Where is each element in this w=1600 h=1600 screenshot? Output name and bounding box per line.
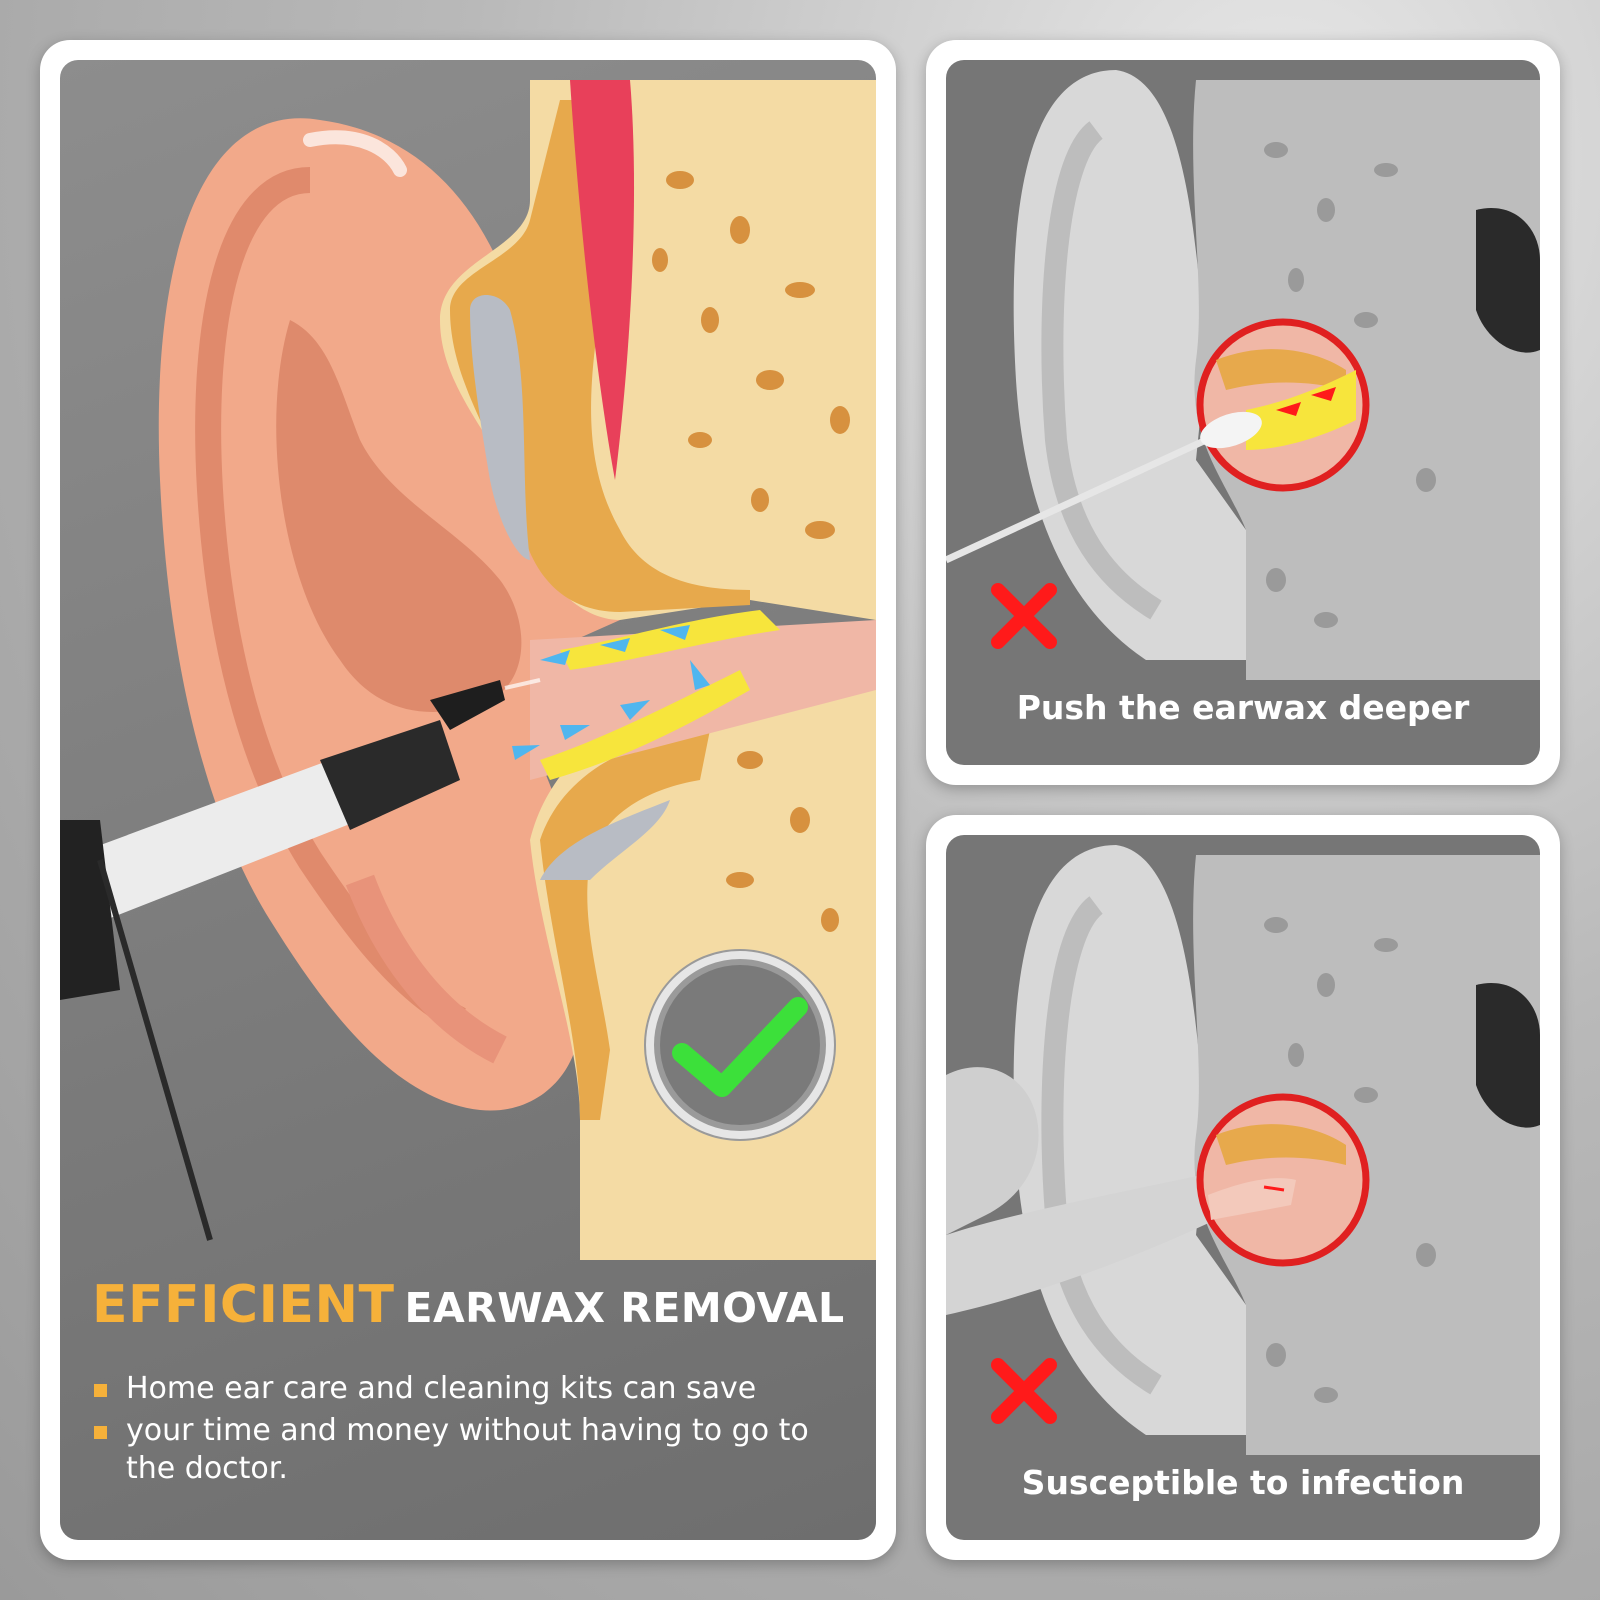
cotton-swab-panel: Push the earwax deeper (926, 40, 1560, 785)
panel-caption: Push the earwax deeper (1016, 688, 1470, 727)
earwax-upper (560, 610, 780, 670)
finger-panel: Susceptible to infection (926, 815, 1560, 1560)
bullet-square-icon (94, 1426, 107, 1439)
cross-icon (991, 583, 1057, 649)
lower-cartilage (540, 730, 710, 1120)
list-item: your time and money without having to go… (92, 1412, 852, 1488)
check-icon (672, 997, 808, 1097)
upper-cartilage-gray (470, 295, 530, 560)
ear-concha (276, 320, 522, 712)
upper-bone-pores (652, 171, 850, 539)
irrigation-device (60, 678, 541, 1241)
ear-helix-inner (195, 167, 467, 1032)
ear-lobe (345, 874, 507, 1064)
finger-illustration (946, 845, 1540, 1455)
panel-caption: Susceptible to infection (1021, 1463, 1465, 1502)
upper-muscle (570, 80, 635, 480)
ear-highlight (303, 130, 407, 177)
list-item: Home ear care and cleaning kits can save (92, 1370, 852, 1408)
bullet-text: your time and money without having to go… (126, 1413, 809, 1486)
cotton-swab-illustration (946, 70, 1540, 680)
earwax-lower (540, 670, 750, 780)
bullet-square-icon (94, 1384, 107, 1397)
finger-panel-inner: Susceptible to infection (946, 835, 1540, 1540)
cross-icon (991, 1358, 1057, 1424)
check-badge (644, 949, 836, 1141)
headline-accent: EFFICIENT (92, 1275, 395, 1335)
bullet-list: Home ear care and cleaning kits can save… (92, 1370, 852, 1492)
cotton-swab-panel-inner: Push the earwax deeper (946, 60, 1540, 765)
water-arrows (512, 625, 710, 760)
bullet-text: Home ear care and cleaning kits can save (126, 1371, 757, 1406)
lower-cartilage-gray (540, 800, 670, 880)
headline-rest: EARWAX REMOVAL (404, 1284, 845, 1332)
